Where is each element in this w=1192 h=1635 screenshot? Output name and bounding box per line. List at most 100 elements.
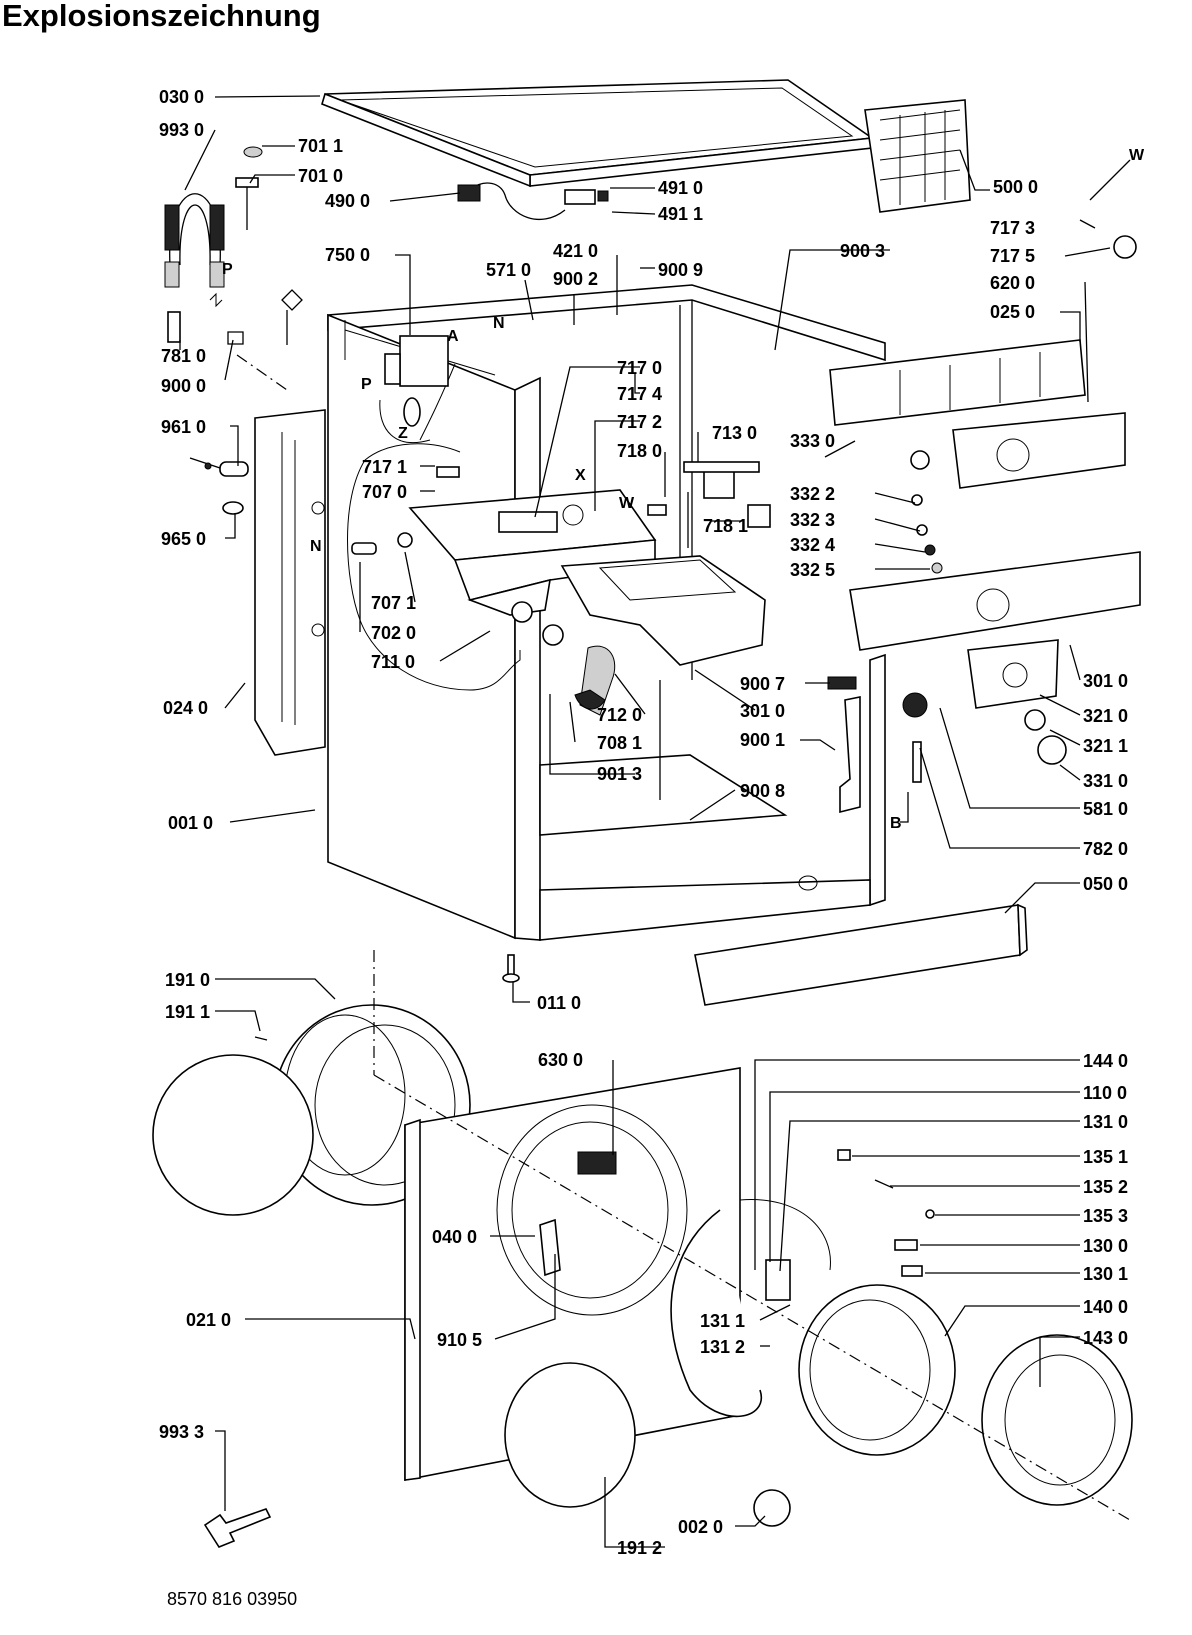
hinge-parts [837, 1149, 935, 1277]
part-630-0: 630 0 [538, 1050, 583, 1070]
small-parts-701 [227, 146, 303, 345]
part-901-3: 901 3 [597, 764, 642, 784]
dispenser-callout [347, 363, 521, 691]
part-191-2: 191 2 [617, 1538, 662, 1558]
part-900-9: 900 9 [658, 260, 703, 280]
part-011-0: 011 0 [537, 993, 581, 1013]
part-900-0: 900 0 [161, 376, 206, 396]
part-707-0: 707 0 [362, 482, 407, 502]
part-301-0-b: 301 0 [740, 701, 785, 721]
wiring-490 [457, 182, 609, 221]
part-135-2: 135 2 [1083, 1177, 1128, 1197]
part-490-0: 490 0 [325, 191, 370, 211]
leader-lines [179, 95, 1131, 1548]
part-961-0: 961 0 [161, 417, 206, 437]
part-135-3: 135 3 [1083, 1206, 1128, 1226]
part-321-0: 321 0 [1083, 706, 1128, 726]
front-panel-021 [404, 1067, 741, 1481]
part-333-0: 333 0 [790, 431, 835, 451]
wrench-993 [203, 1508, 272, 1548]
part-717-3: 717 3 [990, 218, 1035, 238]
part-140-0: 140 0 [1083, 1297, 1128, 1317]
part-301-0-a: 301 0 [1083, 671, 1128, 691]
document-code: 8570 816 03950 [167, 1589, 298, 1609]
part-110-0: 110 0 [1083, 1083, 1127, 1103]
marker-p-hose: P [222, 261, 233, 278]
part-021-0: 021 0 [186, 1310, 231, 1330]
part-491-1: 491 1 [658, 204, 703, 224]
part-718-1: 718 1 [703, 516, 748, 536]
part-900-2: 900 2 [553, 269, 598, 289]
part-701-1: 701 1 [298, 136, 343, 156]
part-143-0: 143 0 [1083, 1328, 1128, 1348]
part-025-0: 025 0 [990, 302, 1035, 322]
part-702-0: 702 0 [371, 623, 416, 643]
knobs [827, 235, 1137, 814]
part-900-3: 900 3 [840, 241, 885, 261]
page-title: Explosionszeichnung [2, 0, 321, 33]
marker-w-top: W [1129, 147, 1145, 164]
part-332-5: 332 5 [790, 560, 835, 580]
part-131-2: 131 2 [700, 1337, 745, 1357]
part-491-0: 491 0 [658, 178, 703, 198]
marker-x: X [575, 467, 586, 484]
part-191-0: 191 0 [165, 970, 210, 990]
part-040-0: 040 0 [432, 1227, 477, 1247]
part-993-0: 993 0 [159, 120, 204, 140]
part-717-2: 717 2 [617, 412, 662, 432]
foot-011 [502, 954, 520, 983]
part-620-0: 620 0 [990, 273, 1035, 293]
side-panel-024 [254, 409, 326, 756]
part-900-1: 900 1 [740, 730, 785, 750]
part-717-4: 717 4 [617, 384, 662, 404]
part-130-1: 130 1 [1083, 1264, 1128, 1284]
letter-markers: W P A N P Z X W N B [222, 147, 1145, 832]
marker-w-mid: W [619, 495, 635, 512]
part-581-0: 581 0 [1083, 799, 1128, 819]
parts-707 [351, 461, 771, 555]
part-708-1: 708 1 [597, 733, 642, 753]
part-701-0: 701 0 [298, 166, 343, 186]
part-717-1: 717 1 [362, 457, 407, 477]
part-labels: 030 0 993 0 701 1 701 0 490 0 491 0 491 … [159, 87, 1128, 1558]
hose-assembly [164, 193, 225, 343]
part-002-0: 002 0 [678, 1517, 723, 1537]
part-001-0: 001 0 [168, 813, 213, 833]
part-712-0: 712 0 [597, 705, 642, 725]
part-331-0: 331 0 [1083, 771, 1128, 791]
door-lock-750 [379, 335, 449, 444]
filter-961 [189, 457, 249, 515]
door-ring-110 [504, 1199, 1133, 1527]
part-131-1: 131 1 [700, 1311, 745, 1331]
part-135-1: 135 1 [1083, 1147, 1128, 1167]
part-421-0: 421 0 [553, 241, 598, 261]
part-900-7: 900 7 [740, 674, 785, 694]
part-718-0: 718 0 [617, 441, 662, 461]
part-713-0: 713 0 [712, 423, 757, 443]
marker-a: A [447, 328, 459, 345]
top-lid [321, 79, 875, 188]
part-332-4: 332 4 [790, 535, 835, 555]
marker-p-lock: P [361, 376, 372, 393]
part-750-0: 750 0 [325, 245, 370, 265]
part-130-0: 130 0 [1083, 1236, 1128, 1256]
marker-z: Z [398, 425, 408, 442]
part-332-2: 332 2 [790, 484, 835, 504]
part-900-8: 900 8 [740, 781, 785, 801]
part-500-0: 500 0 [993, 177, 1038, 197]
kick-plate-050 [694, 903, 1028, 1006]
part-717-0: 717 0 [617, 358, 662, 378]
part-965-0: 965 0 [161, 529, 206, 549]
part-910-5: 910 5 [437, 1330, 482, 1350]
part-993-3: 993 3 [159, 1422, 204, 1442]
marker-b: B [890, 815, 902, 832]
part-707-1: 707 1 [371, 593, 416, 613]
part-030-0: 030 0 [159, 87, 204, 107]
part-321-1: 321 1 [1083, 736, 1128, 756]
part-782-0: 782 0 [1083, 839, 1128, 859]
part-024-0: 024 0 [163, 698, 208, 718]
part-131-0: 131 0 [1083, 1112, 1128, 1132]
marker-n-side: N [310, 538, 322, 555]
dispenser-assembly [408, 489, 766, 716]
